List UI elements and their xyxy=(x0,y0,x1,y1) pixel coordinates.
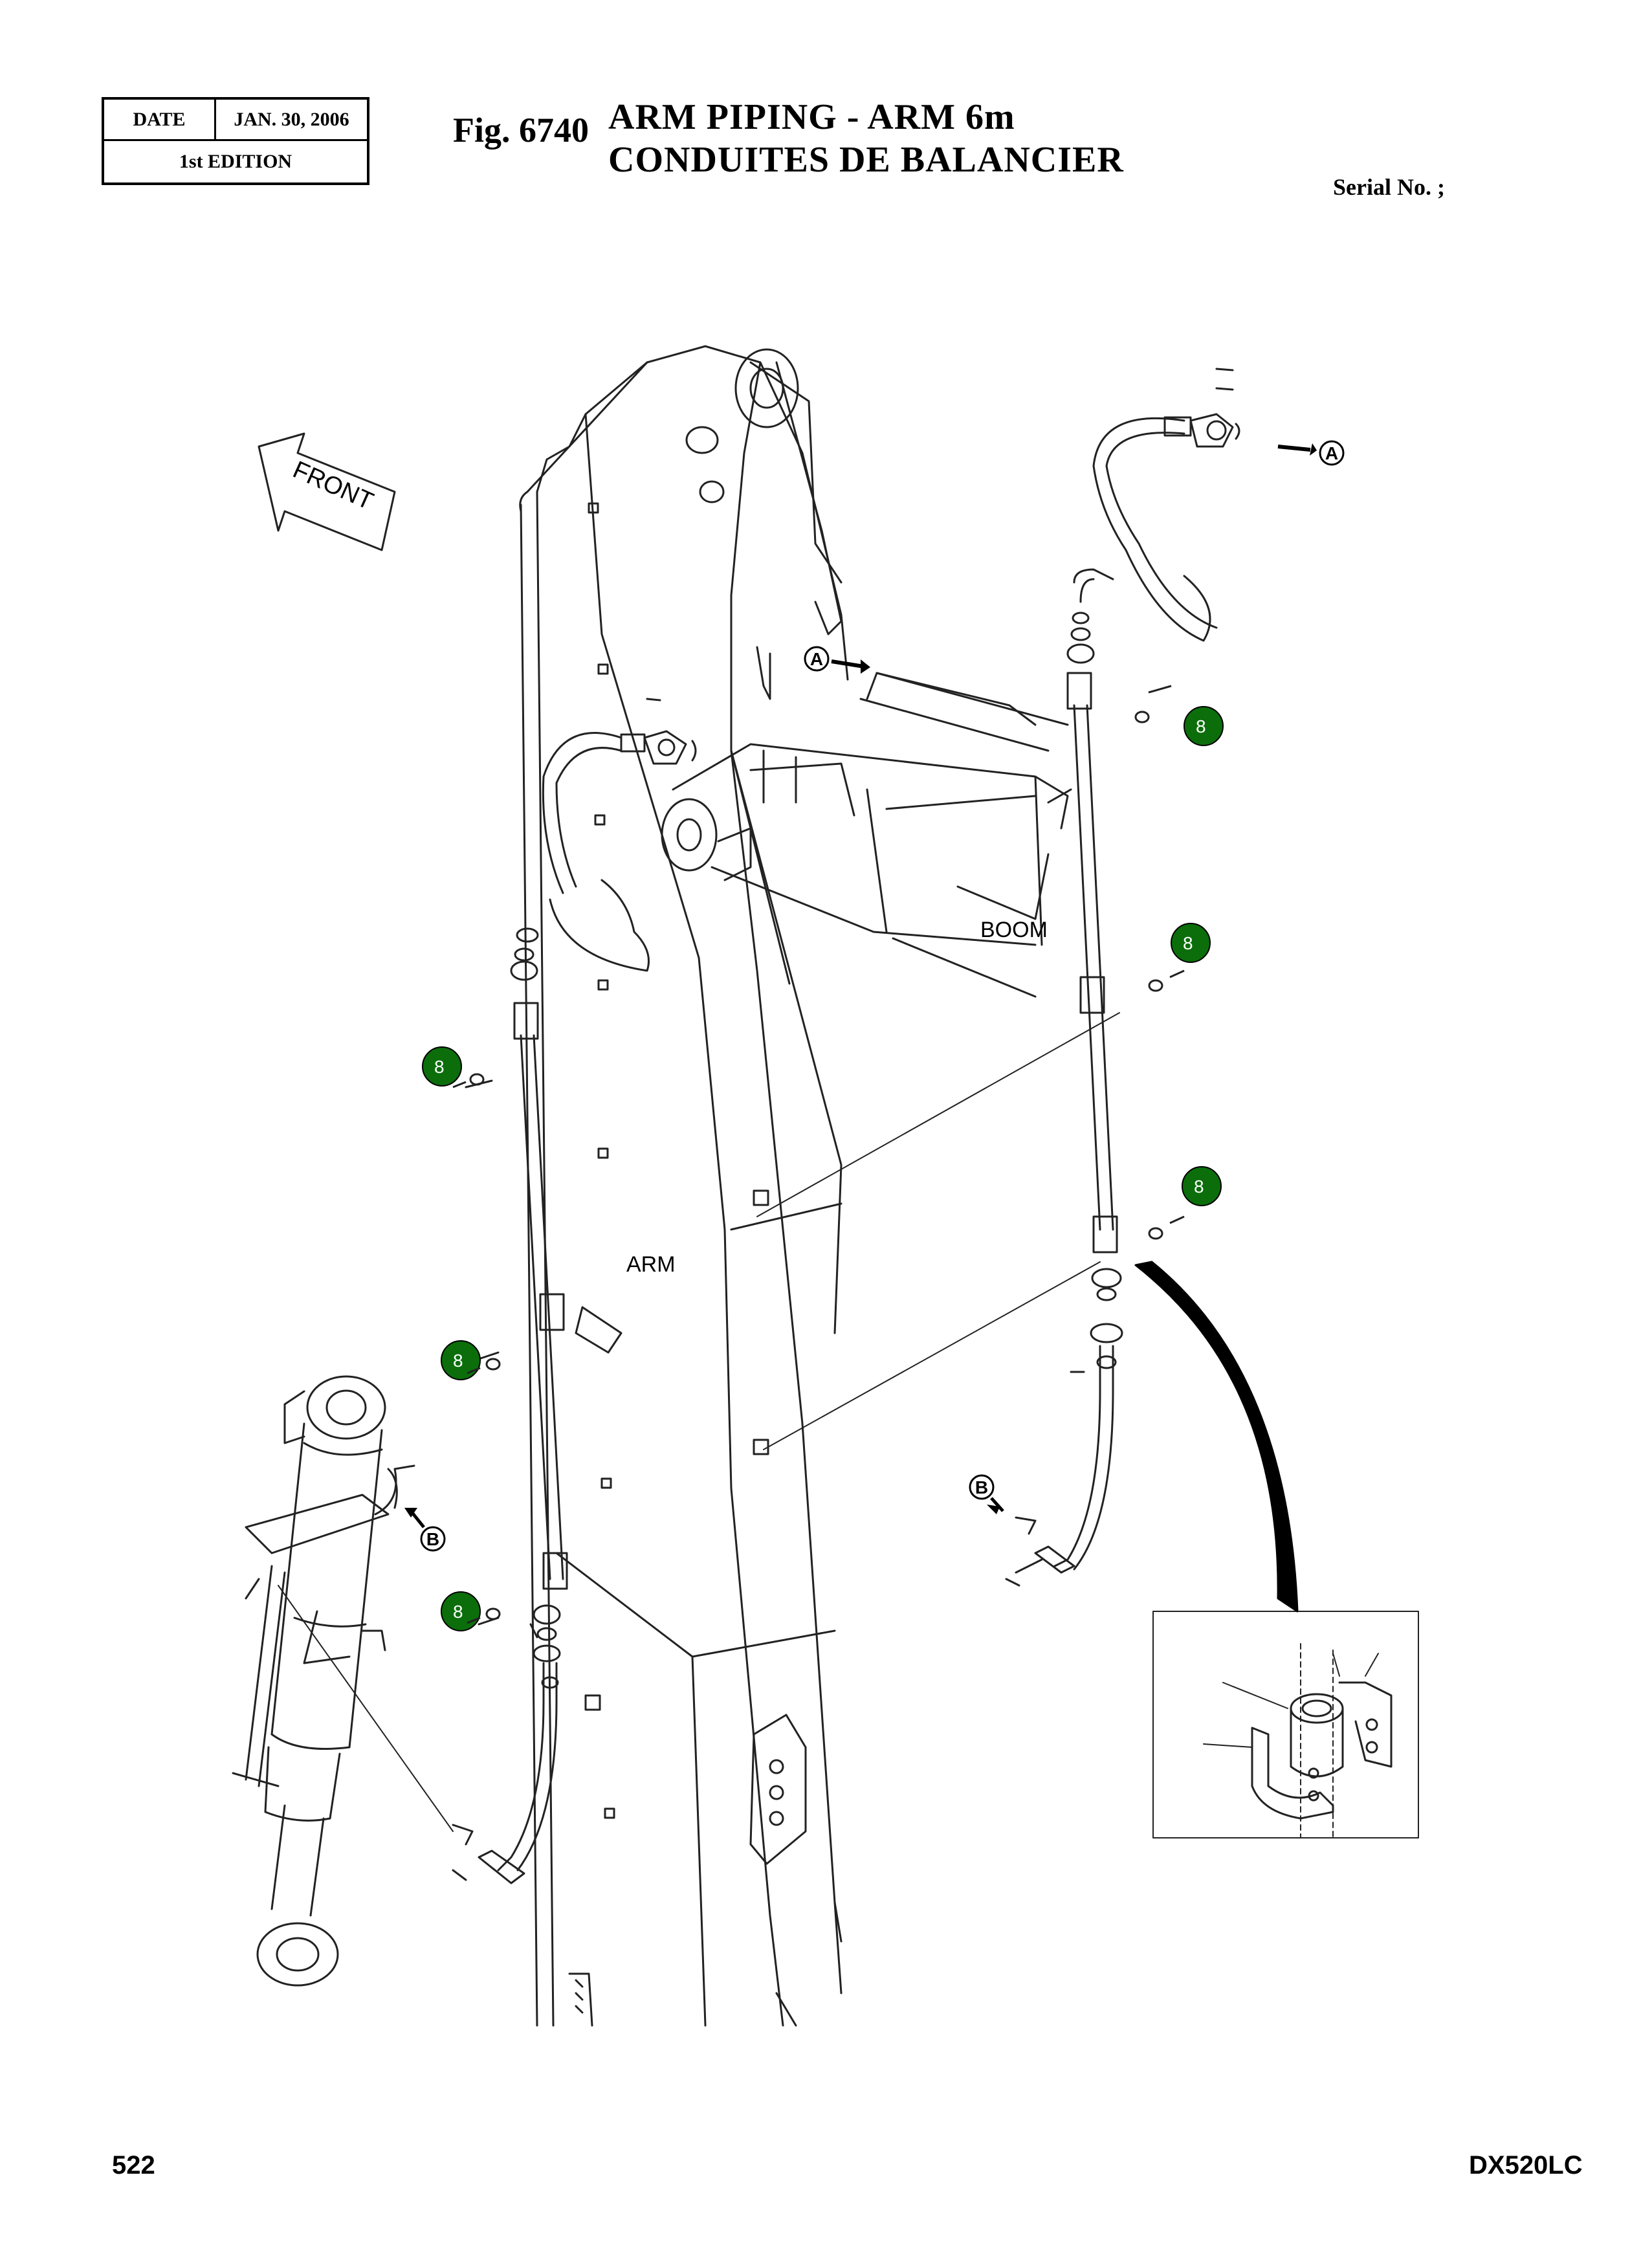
edition-label: 1st EDITION xyxy=(179,151,292,172)
svg-text:B: B xyxy=(426,1529,439,1549)
arm-label: ARM xyxy=(626,1252,676,1277)
item-badge: 8 xyxy=(422,1046,462,1087)
arm-structure xyxy=(519,345,849,2027)
callout-b-cylinder: B xyxy=(404,1508,446,1552)
boom-structure xyxy=(661,672,1072,998)
edition-box: DATE JAN. 30, 2006 1st EDITION xyxy=(102,97,369,185)
edition-row: 1st EDITION xyxy=(104,141,367,182)
inset-pointer-arrow xyxy=(1134,1261,1299,1613)
date-label: DATE xyxy=(104,100,216,139)
page-number: 522 xyxy=(112,2151,155,2180)
callout-b-right: B xyxy=(969,1474,1004,1514)
figure-title-en: ARM PIPING - ARM 6m xyxy=(608,97,1015,137)
svg-text:8: 8 xyxy=(1194,1176,1204,1197)
serial-number: Serial No. ; xyxy=(1333,174,1445,200)
svg-text:A: A xyxy=(1325,443,1338,463)
front-arrow-shape xyxy=(258,432,396,551)
date-row: DATE JAN. 30, 2006 xyxy=(104,100,367,141)
item-badge: 8 xyxy=(1184,706,1224,746)
left-hose-assembly xyxy=(452,698,697,1884)
item-badge: 8 xyxy=(1182,1166,1222,1206)
callout-a-top: A xyxy=(1277,440,1345,466)
bolts-washers xyxy=(452,685,1185,1624)
item-badge: 8 xyxy=(441,1340,481,1380)
right-hose-assembly xyxy=(1005,368,1240,1587)
svg-text:B: B xyxy=(975,1477,988,1497)
figure-title: ARM PIPING - ARM 6m CONDUITES DE BALANCI… xyxy=(608,96,1124,181)
svg-text:A: A xyxy=(810,649,823,669)
leader-lines xyxy=(278,1012,1120,1832)
figure-title-fr: CONDUITES DE BALANCIER xyxy=(608,140,1124,180)
svg-text:8: 8 xyxy=(1196,716,1206,736)
boom-label: BOOM xyxy=(980,918,1048,942)
svg-text:8: 8 xyxy=(453,1602,463,1622)
front-label: FRONT xyxy=(289,456,377,516)
item-badge: 8 xyxy=(1171,923,1211,963)
svg-text:8: 8 xyxy=(434,1057,445,1077)
figure-number: Fig. 6740 xyxy=(453,111,589,149)
item-badge: 8 xyxy=(441,1591,481,1631)
hydraulic-cylinder xyxy=(232,1375,415,1987)
callout-a-mid: A xyxy=(804,646,870,674)
date-value: JAN. 30, 2006 xyxy=(234,108,349,130)
model-number: DX520LC xyxy=(1469,2151,1583,2180)
svg-text:8: 8 xyxy=(453,1351,463,1371)
svg-text:8: 8 xyxy=(1183,933,1193,953)
clamp-detail-inset xyxy=(1152,1611,1419,1838)
